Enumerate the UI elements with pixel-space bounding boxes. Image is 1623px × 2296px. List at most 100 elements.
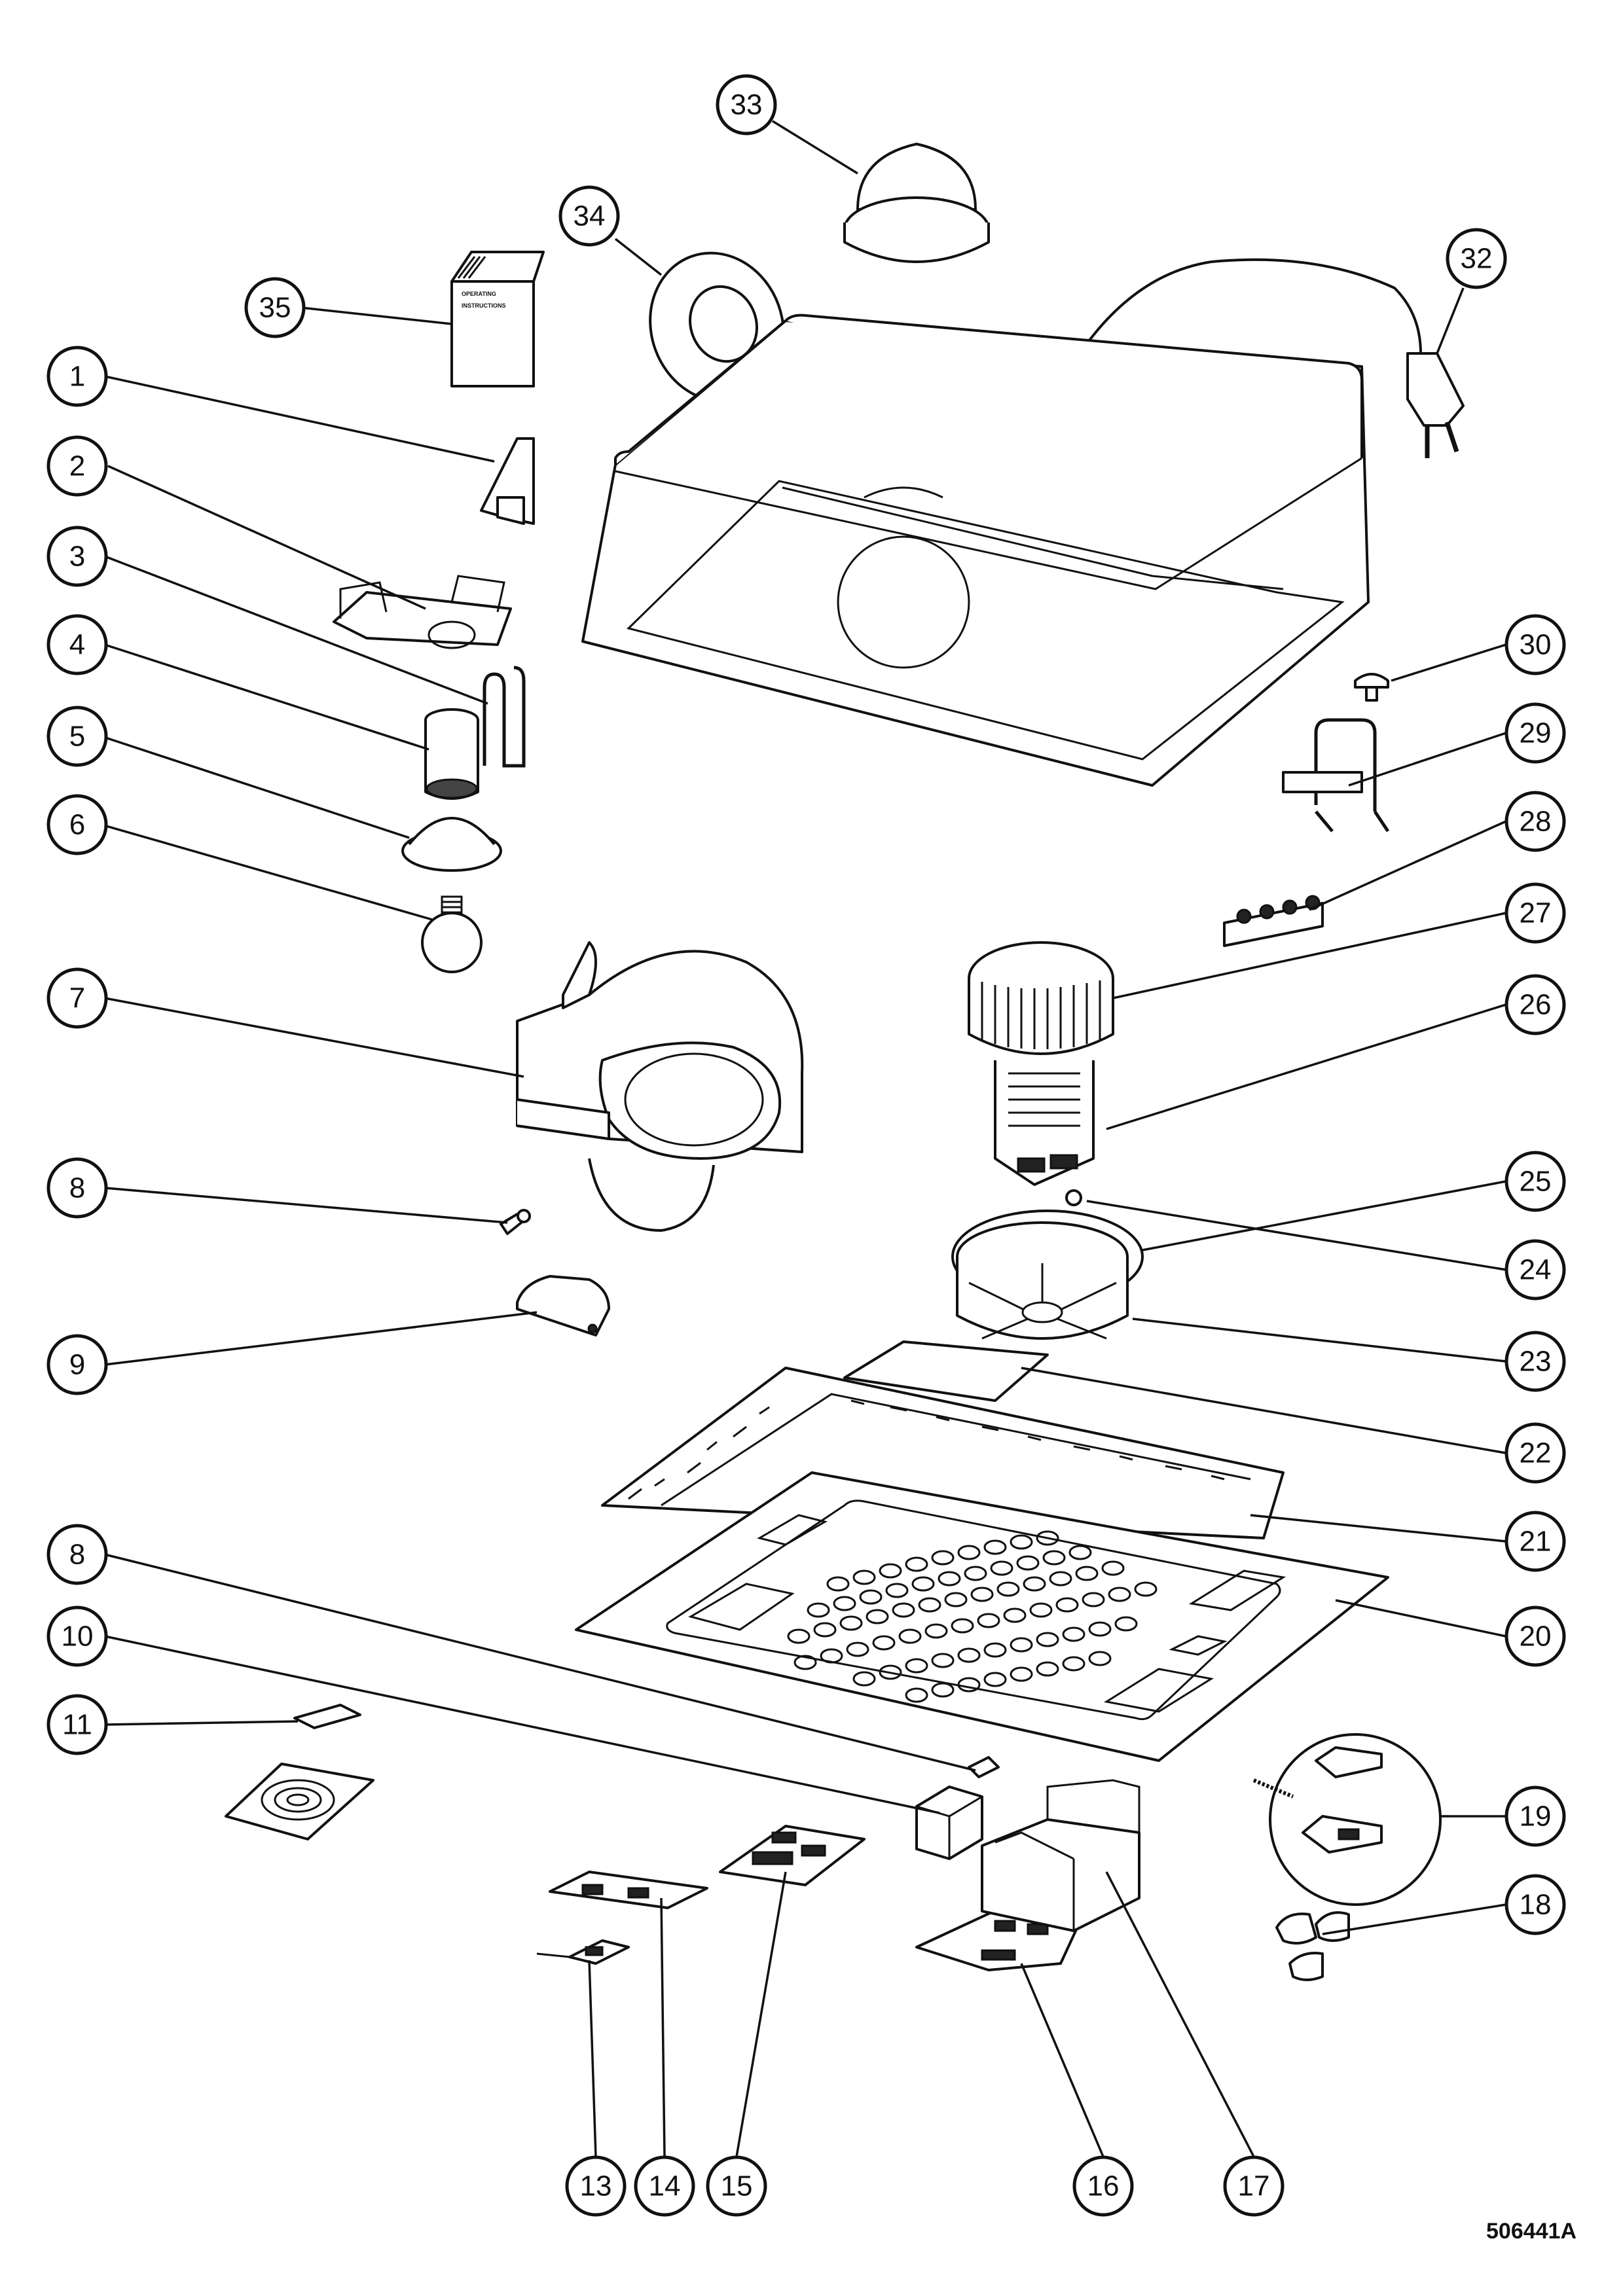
callout-circle bbox=[46, 526, 108, 587]
callout-number: 11 bbox=[62, 1709, 92, 1741]
callout-circle bbox=[46, 435, 108, 497]
callout-number: 28 bbox=[1520, 806, 1552, 838]
callout-27: 27 bbox=[1504, 882, 1566, 944]
part-small-screw bbox=[1354, 673, 1389, 702]
callout-4: 4 bbox=[46, 614, 108, 675]
callout-circle bbox=[46, 1524, 108, 1585]
callout-10: 10 bbox=[46, 1605, 108, 1667]
callout-24: 24 bbox=[1504, 1239, 1566, 1300]
callout-5: 5 bbox=[46, 706, 108, 767]
callout-number: 34 bbox=[574, 200, 606, 232]
callout-circle bbox=[1504, 1511, 1566, 1572]
part-circuit-board bbox=[719, 1825, 866, 1886]
callout-11: 11 bbox=[46, 1694, 108, 1755]
part-control-housing bbox=[981, 1779, 1140, 1932]
part-light-bulb bbox=[421, 895, 483, 973]
callout-number: 22 bbox=[1520, 1437, 1552, 1469]
callout-number: 20 bbox=[1520, 1621, 1552, 1653]
callout-circle bbox=[46, 614, 108, 675]
callout-35: 35 bbox=[244, 277, 306, 338]
callout-circle bbox=[1072, 2155, 1134, 2217]
callout-circle bbox=[46, 1605, 108, 1667]
part-hood-housing bbox=[581, 314, 1370, 787]
booklet-line1: OPERATING bbox=[462, 291, 496, 297]
callout-circle bbox=[1504, 1331, 1566, 1392]
part-instruction-booklet: OPERATING INSTRUCTIONS bbox=[450, 251, 545, 387]
part-screw-upper bbox=[500, 1209, 531, 1235]
part-reflector bbox=[401, 817, 502, 872]
part-filter-sheet bbox=[843, 1340, 1049, 1402]
part-lamp-socket bbox=[424, 708, 479, 800]
callout-circle bbox=[1504, 1422, 1566, 1484]
callout-33: 33 bbox=[716, 74, 777, 135]
callout-number: 6 bbox=[69, 809, 85, 841]
callout-number: 14 bbox=[649, 2170, 681, 2202]
part-switch-plate bbox=[549, 1871, 708, 1909]
part-lamp-dome bbox=[843, 143, 990, 263]
callout-28: 28 bbox=[1504, 791, 1566, 852]
callout-number: 5 bbox=[69, 721, 85, 753]
callout-number: 17 bbox=[1238, 2170, 1270, 2202]
callout-number: 19 bbox=[1520, 1801, 1552, 1833]
callout-number: 16 bbox=[1087, 2170, 1120, 2202]
leader-lines bbox=[101, 120, 1506, 2157]
callout-circle bbox=[244, 277, 306, 338]
callout-22: 22 bbox=[1504, 1422, 1566, 1484]
callout-circle bbox=[706, 2155, 767, 2217]
callout-circle bbox=[1223, 2155, 1285, 2217]
callout-circle bbox=[716, 74, 777, 135]
part-motor bbox=[968, 941, 1114, 1186]
callout-circle bbox=[46, 794, 108, 855]
callout-circle bbox=[1504, 1605, 1566, 1667]
callout-30: 30 bbox=[1504, 614, 1566, 675]
part-cover-plate bbox=[293, 1704, 361, 1729]
callout-29: 29 bbox=[1504, 702, 1566, 764]
callout-number: 8 bbox=[69, 1539, 85, 1571]
callout-number: 27 bbox=[1520, 897, 1552, 929]
callout-18: 18 bbox=[1504, 1874, 1566, 1935]
callout-circle bbox=[1504, 614, 1566, 675]
callout-number: 2 bbox=[69, 450, 85, 482]
part-spring-clip bbox=[483, 666, 526, 768]
callout-14: 14 bbox=[634, 2155, 695, 2217]
callout-number: 33 bbox=[731, 89, 763, 121]
callout-circle bbox=[46, 967, 108, 1029]
callout-circle bbox=[46, 1694, 108, 1755]
part-grille-panel bbox=[575, 1471, 1389, 1762]
callout-32: 32 bbox=[1446, 228, 1507, 289]
callout-number: 18 bbox=[1520, 1889, 1552, 1921]
callout-7: 7 bbox=[46, 967, 108, 1029]
callout-number: 21 bbox=[1520, 1526, 1552, 1558]
callout-number: 10 bbox=[62, 1621, 94, 1653]
callout-circle bbox=[1504, 702, 1566, 764]
callout-number: 13 bbox=[580, 2170, 612, 2202]
callout-number: 30 bbox=[1520, 629, 1552, 661]
callout-20: 20 bbox=[1504, 1605, 1566, 1667]
callout-number: 7 bbox=[69, 982, 85, 1014]
callout-number: 25 bbox=[1520, 1166, 1552, 1198]
part-square-pad bbox=[225, 1763, 374, 1840]
callout-23: 23 bbox=[1504, 1331, 1566, 1392]
callout-25: 25 bbox=[1504, 1151, 1566, 1212]
callout-number: 8 bbox=[69, 1172, 85, 1204]
callout-number: 4 bbox=[69, 629, 85, 661]
part-nut bbox=[1065, 1189, 1082, 1206]
part-fan-housing bbox=[516, 941, 804, 1232]
callout-circle bbox=[46, 706, 108, 767]
part-fan-wheel bbox=[956, 1221, 1129, 1340]
callout-8: 8 bbox=[46, 1157, 108, 1219]
callout-number: 26 bbox=[1520, 989, 1552, 1021]
part-clamp-knobs bbox=[1275, 1911, 1350, 1981]
part-terminal-block bbox=[1223, 895, 1324, 947]
drawing-code: 506441A bbox=[1486, 2219, 1577, 2244]
callout-number: 15 bbox=[721, 2170, 753, 2202]
callout-circle bbox=[1504, 1151, 1566, 1212]
callout-6: 6 bbox=[46, 794, 108, 855]
callout-circle bbox=[1504, 791, 1566, 852]
callout-circle bbox=[565, 2155, 627, 2217]
callout-number: 24 bbox=[1520, 1254, 1552, 1286]
part-bracket-plate bbox=[516, 1275, 610, 1336]
callout-number: 1 bbox=[69, 361, 85, 393]
